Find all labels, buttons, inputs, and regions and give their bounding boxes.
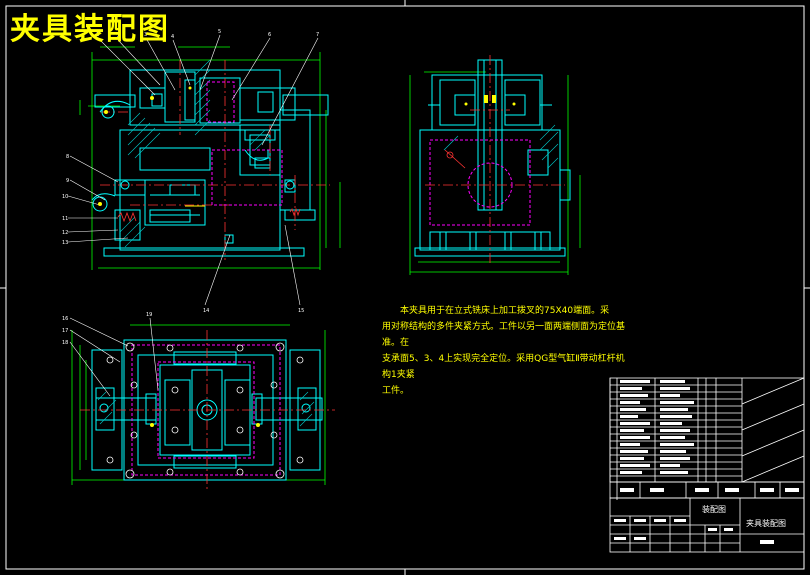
side-view-body [414,59,571,257]
top-view-centerlines [80,330,335,490]
svg-text:17: 17 [62,328,68,334]
svg-text:7: 7 [316,32,319,38]
svg-text:8: 8 [66,154,69,160]
title-block-school-label: 装配图 [702,505,726,514]
top-view-part-numbers: 16 17 18 19 [62,312,152,346]
title-block [609,377,805,553]
svg-text:18: 18 [62,340,68,346]
front-view-hatch [119,59,271,248]
top-view-leaders [69,317,159,397]
svg-text:12: 12 [62,230,68,236]
svg-text:9: 9 [66,178,69,184]
svg-text:10: 10 [62,194,68,200]
front-view-base [103,109,316,257]
front-view-workpiece [206,81,283,206]
technical-note-line-2: 用对称结构的多件夹紧方式。工件以另一面两端侧面为定位基准。在 [382,322,626,348]
svg-text:6: 6 [268,32,271,38]
side-view-details [444,149,466,169]
svg-text:14: 14 [203,308,209,314]
side-view-markers [464,95,516,106]
title-block-entries [614,380,799,544]
side-view-dimensions [409,71,581,275]
svg-text:15: 15 [298,308,304,314]
top-view-bolts [106,342,304,479]
svg-text:5: 5 [218,29,221,35]
top-view-hatch [97,391,315,427]
front-view-markers [98,86,192,206]
svg-text:2: 2 [116,34,119,40]
svg-text:4: 4 [171,34,174,40]
svg-text:1: 1 [96,32,99,38]
front-view-springs [117,207,301,223]
side-view-centerlines [425,55,565,265]
side-view-hatch [443,124,559,169]
front-view-leaders [67,34,319,306]
svg-text:19: 19 [146,312,152,318]
side-view [409,55,581,275]
side-view-workpiece [429,139,531,226]
drawing-title: 夹具装配图 [10,12,170,47]
top-view-markers [150,423,260,427]
technical-note-line-4: 工件。 [382,386,410,396]
svg-text:11: 11 [62,216,68,222]
svg-text:13: 13 [62,240,68,246]
top-view: 16 17 18 19 [62,312,335,490]
technical-note: 本夹具用于在立式铣床上加工拨叉的75X40端面。采 用对称结构的多件夹紧方式。工… [382,303,632,399]
svg-text:16: 16 [62,316,68,322]
technical-note-line-1: 本夹具用于在立式铣床上加工拨叉的75X40端面。采 [400,306,610,316]
title-block-drawing-name: 夹具装配图 [746,519,786,528]
front-view-lever [91,100,295,212]
technical-note-line-3: 支承面5、3、4上实现完全定位。采用QG型气缸Ⅱ带动杠杆机构1夹紧 [382,354,625,380]
svg-text:3: 3 [144,32,147,38]
